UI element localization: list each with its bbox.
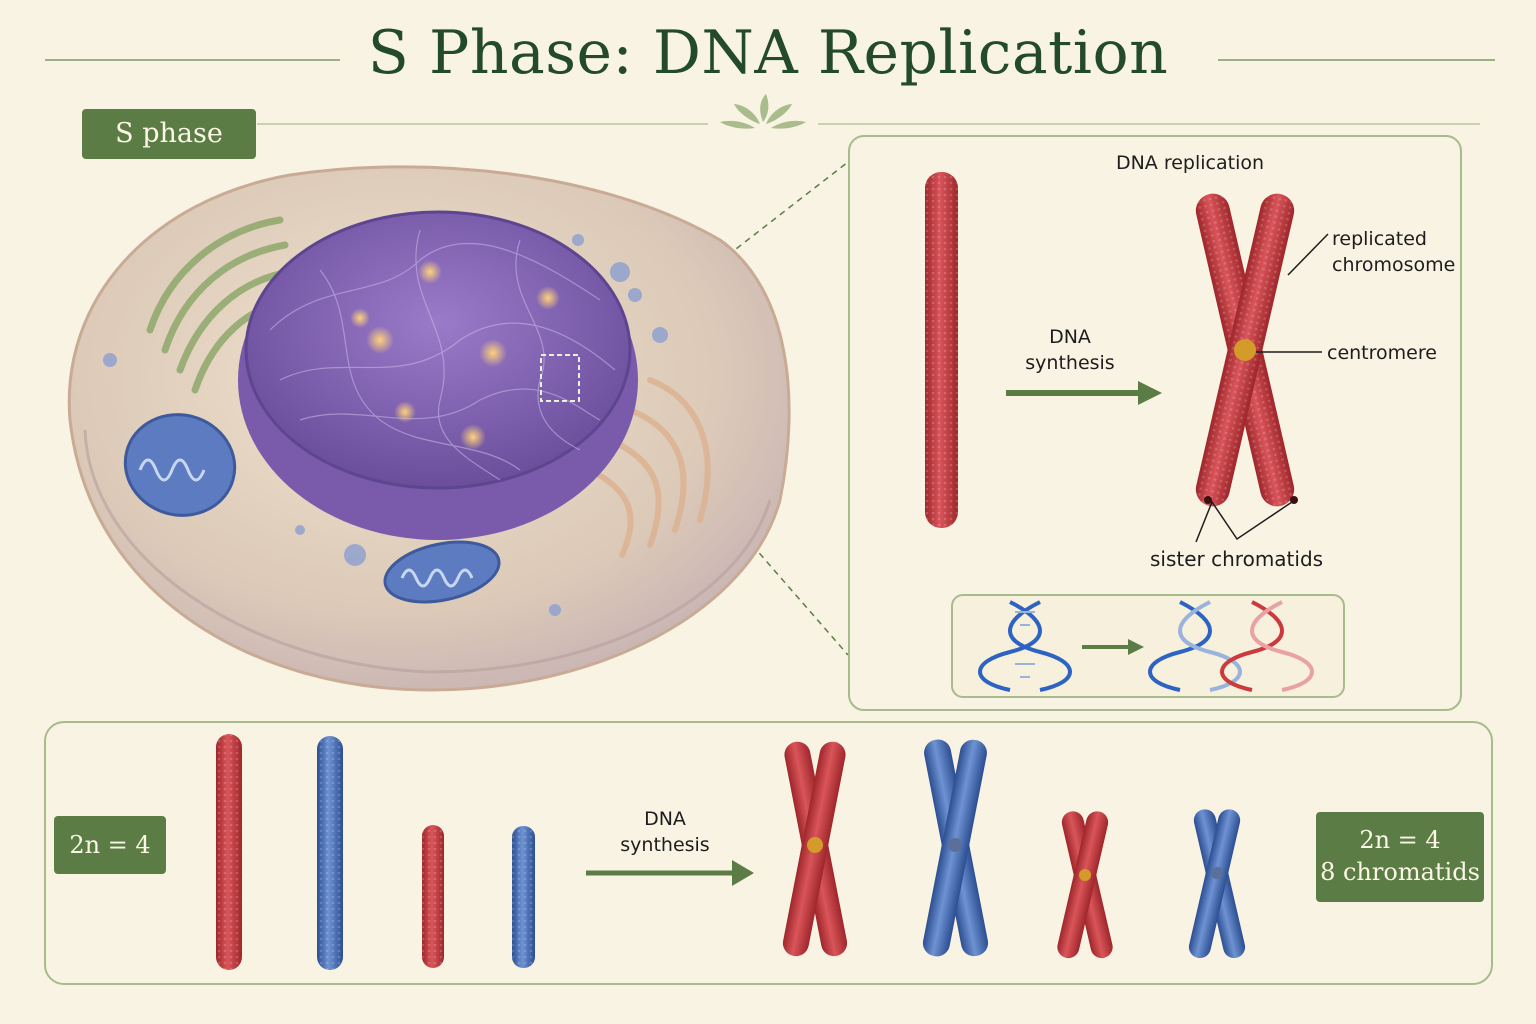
panel-arrow-label-line2: synthesis: [1025, 352, 1115, 374]
replicated-long-red: [782, 741, 848, 957]
replication-panel: [848, 135, 1462, 711]
dna-helix-parent-icon: [978, 600, 1072, 692]
after-ploidy-badge: 2n = 4 8 chromatids: [1316, 812, 1484, 902]
chromosome-short-blue: [512, 826, 535, 968]
panel-arrow-label: DNA synthesis: [1010, 324, 1130, 376]
after-ploidy-line2: 8 chromatids: [1320, 858, 1480, 886]
replicated-label-line1: replicated: [1332, 228, 1427, 250]
centromere-label: centromere: [1327, 342, 1437, 364]
zoom-region-box: [540, 354, 580, 402]
dna-helix-copy-blue-icon: [1148, 600, 1242, 692]
replicated-chromosome-label: replicated chromosome: [1332, 226, 1455, 278]
replication-foci: [350, 260, 560, 450]
replication-heading: DNA replication: [1115, 152, 1265, 174]
chromatin-network: [269, 229, 616, 481]
mitochondrion-bottom: [383, 540, 501, 604]
after-ploidy-line1: 2n = 4: [1359, 826, 1441, 854]
chromosome-long-red: [216, 734, 242, 970]
chromosome-long-blue: [317, 736, 343, 970]
centromere-marker: [1234, 339, 1256, 361]
before-ploidy-badge: 2n = 4: [54, 816, 166, 874]
phase-badge: S phase: [82, 109, 256, 159]
dna-arrow-icon: [1082, 639, 1144, 655]
bottom-arrow-label-line1: DNA: [644, 808, 686, 830]
vesicles: [103, 234, 668, 616]
endoplasmic-reticulum: [587, 377, 711, 558]
sister-chromatids-label: sister chromatids: [1150, 547, 1324, 571]
bottom-arrow-label: DNA synthesis: [605, 806, 725, 858]
zoom-connector-bottom: [679, 461, 849, 656]
nucleus: [244, 210, 632, 490]
panel-synthesis-arrow-icon: [1006, 381, 1162, 405]
leaf-ornament-icon: [720, 94, 806, 129]
chromosome-short-red: [422, 825, 444, 968]
replicated-short-red: [1057, 811, 1113, 959]
replicated-short-blue: [1188, 809, 1246, 959]
page-title: S Phase: DNA Replication: [367, 18, 1169, 88]
replicated-chromosome: [1195, 193, 1298, 507]
mitochondrion-left: [123, 413, 237, 517]
leader-lines: [1195, 233, 1329, 543]
karyotype-panel: [44, 721, 1493, 985]
unreplicated-chromosome: [925, 172, 958, 528]
bottom-arrow-label-line2: synthesis: [620, 834, 710, 856]
replicated-label-line2: chromosome: [1332, 254, 1456, 276]
bottom-synthesis-arrow-icon: [586, 860, 754, 886]
dna-helix-copy-red-icon: [1220, 600, 1314, 692]
replicated-long-blue: [922, 739, 989, 957]
panel-arrow-label-line1: DNA: [1049, 326, 1091, 348]
